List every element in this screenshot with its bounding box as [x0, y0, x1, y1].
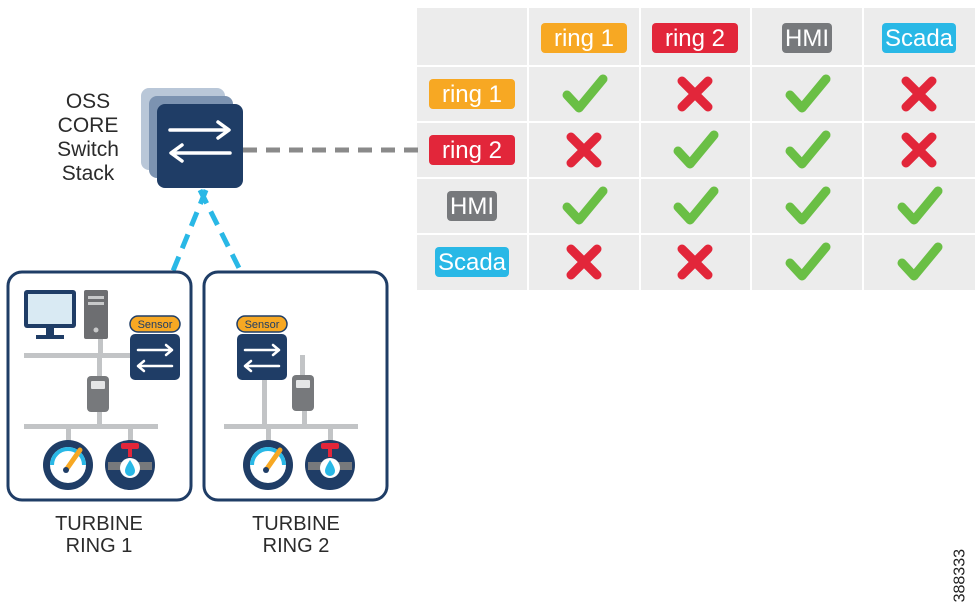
- row-header-0-pill: [429, 79, 515, 109]
- row-header-2-text: HMI: [450, 193, 494, 220]
- valve-icon: [105, 440, 155, 490]
- x-icon: [566, 244, 602, 280]
- x-icon: [901, 132, 937, 168]
- row-header-0-text: ring 1: [442, 81, 502, 108]
- check-icon: [785, 186, 831, 225]
- x-icon: [566, 132, 602, 168]
- sensor-label-ring-2: Sensor: [245, 319, 280, 331]
- turbine-ring-2: Sensor: [202, 270, 389, 557]
- sensor-switch-ring-1: Sensor: [129, 315, 181, 380]
- row-header-3: Scada: [435, 247, 509, 277]
- switch-label-line-3: Switch: [57, 138, 119, 161]
- column-header-0: ring 1: [541, 23, 627, 53]
- switch-label-line-1: OSS: [66, 90, 110, 113]
- row-header-1-pill: [429, 135, 515, 165]
- network-segmentation-diagram: ring 1 ring 2 HMI Scada ring 1 ring 2 HMI Scad…: [6, 8, 975, 557]
- row-header-3-text: Scada: [438, 249, 507, 276]
- column-header-2-pill: [782, 23, 832, 53]
- column-header-2-text: HMI: [785, 25, 829, 52]
- check-icon: [673, 130, 719, 169]
- gauge-icon: [43, 440, 93, 490]
- plc-device-icon: [87, 376, 109, 412]
- oss-core-switch-stack: OSS CORE Switch Stack: [57, 88, 243, 188]
- sensor-switch-ring-2: Sensor: [236, 315, 288, 380]
- check-icon: [897, 242, 943, 281]
- x-icon: [901, 76, 937, 112]
- row-header-1-text: ring 2: [442, 137, 502, 164]
- check-icon: [673, 186, 719, 225]
- access-matrix: ring 1 ring 2 HMI Scada ring 1 ring 2 HMI Scad…: [417, 8, 975, 290]
- column-header-0-pill: [541, 23, 627, 53]
- column-header-3-pill: [882, 23, 956, 53]
- row-header-2-pill: [447, 191, 497, 221]
- switch-label-line-4: Stack: [62, 162, 115, 185]
- column-header-1-text: ring 2: [665, 25, 725, 52]
- ring-1-label-line-2: RING 1: [66, 535, 133, 557]
- switch-label-line-2: CORE: [58, 114, 119, 137]
- turbine-ring-1: Sensor TURBINE RING 1: [6, 270, 193, 557]
- column-header-1-pill: [652, 23, 738, 53]
- ring-2-label-line-1: TURBINE: [252, 513, 340, 535]
- check-icon: [785, 74, 831, 113]
- check-icon: [562, 74, 608, 113]
- check-icon: [785, 242, 831, 281]
- column-header-1: ring 2: [652, 23, 738, 53]
- row-header-0: ring 1: [429, 79, 515, 109]
- plc-device-icon: [292, 375, 314, 411]
- sensor-label-ring-1: Sensor: [138, 319, 173, 331]
- check-icon: [785, 130, 831, 169]
- x-icon: [677, 244, 713, 280]
- x-icon: [677, 76, 713, 112]
- column-header-3: Scada: [882, 23, 956, 53]
- row-header-3-pill: [435, 247, 509, 277]
- column-header-2: HMI: [782, 23, 832, 53]
- row-header-2: HMI: [447, 191, 497, 221]
- switch-icon: [130, 334, 180, 380]
- switch-icon: [237, 334, 287, 380]
- ring-2-label-line-2: RING 2: [263, 535, 330, 557]
- workstation-icon: [24, 290, 108, 339]
- ring-1-label-line-1: TURBINE: [55, 513, 143, 535]
- column-header-3-text: Scada: [885, 25, 954, 52]
- switch-icon: [157, 104, 243, 188]
- valve-icon: [305, 440, 355, 490]
- gauge-icon: [243, 440, 293, 490]
- column-header-0-text: ring 1: [554, 25, 614, 52]
- check-icon: [562, 186, 608, 225]
- check-icon: [897, 186, 943, 225]
- row-header-1: ring 2: [429, 135, 515, 165]
